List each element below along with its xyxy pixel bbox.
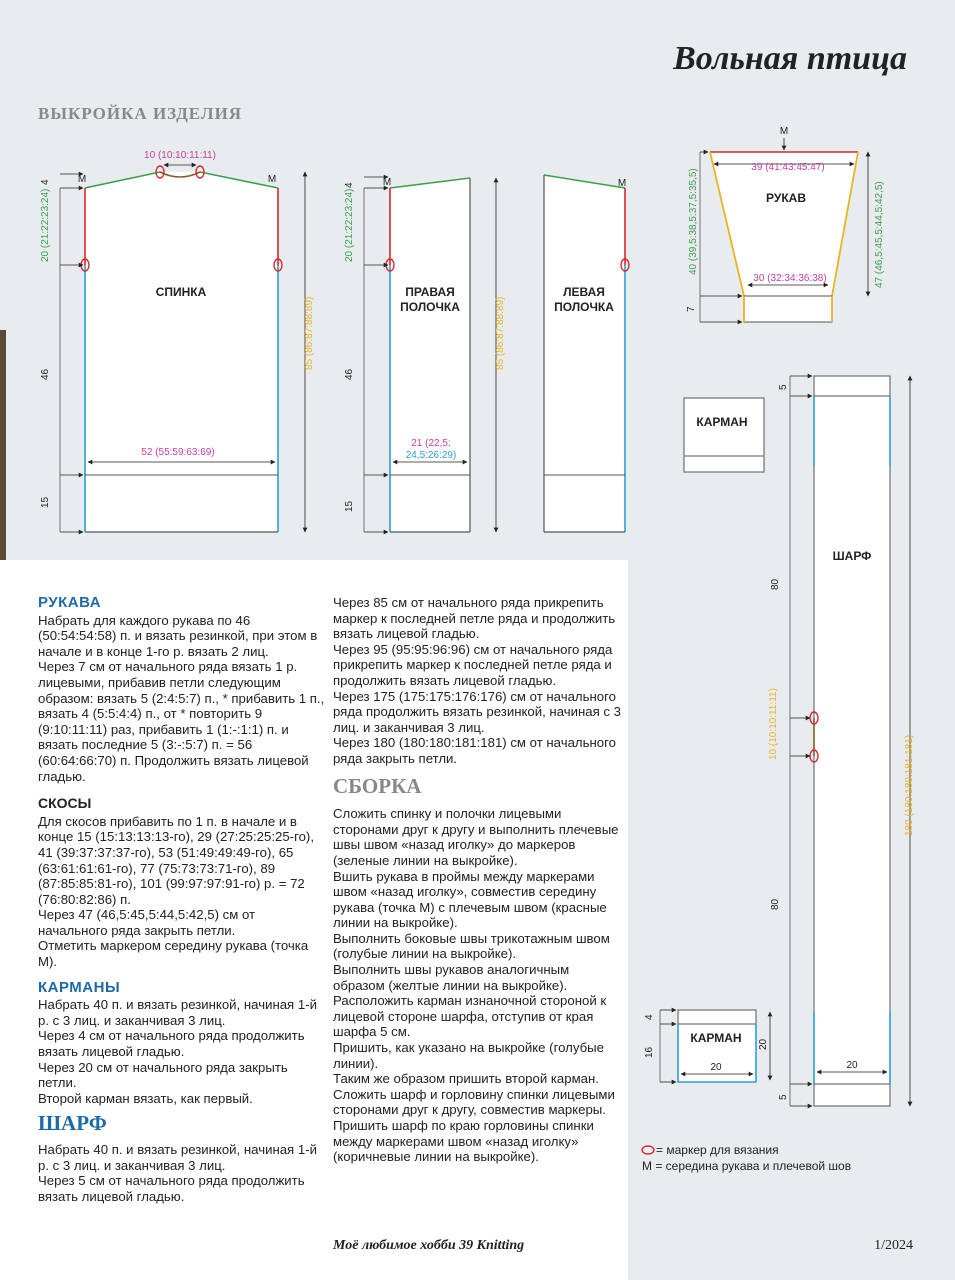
label-rf-height: 85 (86:87:88:89) <box>495 297 506 370</box>
back-piece <box>59 162 308 535</box>
label-scarf-total: 180 (180:180:181:181) <box>904 735 915 836</box>
text-assembly-7: Таким же образом пришить второй карман. <box>333 1071 599 1087</box>
left-front-piece <box>543 174 630 533</box>
label-pocket-4: 4 <box>644 1014 655 1020</box>
heading-scarf: ШАРФ <box>38 1111 107 1136</box>
text-assembly-8: Сложить шарф и горловину спинки лицевыми… <box>333 1086 615 1118</box>
text-assembly-1: Сложить спинку и полочки лицевыми сторон… <box>333 806 619 868</box>
text-bevels-2: Через 47 (46,5:45,5:44,5:42,5) см от нач… <box>38 907 256 938</box>
label-sleeve-left: 40 (39,5:38,5:37,5:35,5) <box>688 168 699 275</box>
text-bevels-1: Для скосов прибавить по 1 п. в начале и … <box>38 813 314 907</box>
text-pockets-4: Второй карман вязать, как первый. <box>38 1090 253 1106</box>
sleeve-piece <box>699 138 871 325</box>
text-assembly-5: Расположить карман изнаночной стороной к… <box>333 993 607 1040</box>
label-sleeve-top: 39 (41:43:45:47) <box>751 162 824 173</box>
text-scarf-6: Через 180 (180:180:181:181) см от началь… <box>333 735 616 766</box>
instructions-panel <box>0 560 628 1280</box>
text-pockets-3: Через 20 см от начального ряда закрыть п… <box>38 1059 288 1091</box>
label-right-front-width-1: 21 (22,5: <box>411 438 450 449</box>
text-scarf-1: Набрать 40 п. и вязать резинкой, начиная… <box>38 1142 317 1173</box>
text-assembly-6: Пришить, как указано на выкройке (голубы… <box>333 1040 604 1071</box>
label-sleeve-cuff: 7 <box>686 306 697 312</box>
legend: = маркер для вязания М = середина рукава… <box>642 1142 851 1174</box>
footer-magazine: Моё любимое хобби 39 Knitting <box>333 1238 525 1253</box>
pocket-bottom <box>659 1007 773 1085</box>
scarf-piece <box>789 373 913 1109</box>
label-m-back-right: М <box>268 174 276 185</box>
label-rf-46: 46 <box>344 368 355 380</box>
text-sleeves-1: Набрать для каждого рукава по 46 (50:54:… <box>38 612 318 659</box>
instructions-column-2: Через 85 см от начального ряда прикрепит… <box>333 595 623 1165</box>
text-assembly-4: Выполнить швы рукавов аналогичным образо… <box>333 962 570 993</box>
label-pocket-20-h: 20 <box>710 1062 722 1073</box>
label-scarf-5-top: 5 <box>778 384 789 390</box>
label-right-front-2: ПОЛОЧКА <box>400 300 460 314</box>
label-pocket-20-v: 20 <box>758 1038 769 1050</box>
label-pocket-top: КАРМАН <box>696 415 747 429</box>
label-back-armhole: 20 (21:22:23:24) <box>40 189 51 262</box>
text-pockets-1: Набрать 40 п. и вязать резинкой, начиная… <box>38 997 317 1028</box>
label-m-sleeve: М <box>780 126 788 137</box>
legend-marker-icon <box>641 1145 655 1155</box>
label-m-right-front: М <box>383 177 391 188</box>
legend-m: М = середина рукава и плечевой шов <box>642 1159 852 1173</box>
label-scarf-5-bottom: 5 <box>778 1094 789 1100</box>
text-assembly-9: Пришить шарф по краю горловины спинки ме… <box>333 1118 594 1165</box>
label-scarf-width: 20 <box>846 1060 858 1071</box>
text-scarf-3: Через 85 см от начального ряда прикрепит… <box>333 595 616 642</box>
heading-assembly: СБОРКА <box>333 773 422 798</box>
label-scarf: ШАРФ <box>833 549 872 563</box>
text-scarf-5: Через 175 (175:175:176:176) см от началь… <box>333 688 621 735</box>
label-pocket-16: 16 <box>644 1046 655 1058</box>
text-scarf-4: Через 95 (95:95:96:96) см от начального … <box>333 641 613 688</box>
label-m-left-front: М <box>618 178 626 189</box>
text-pockets-2: Через 4 см от начального ряда продолжить… <box>38 1028 305 1060</box>
text-sleeves-2: Через 7 см от начального ряда вязать 1 р… <box>38 659 325 784</box>
label-left-front-2: ПОЛОЧКА <box>554 300 614 314</box>
pocket-top <box>683 397 765 473</box>
heading-bevels: СКОСЫ <box>38 795 92 812</box>
label-sleeve: РУКАВ <box>766 191 806 205</box>
label-scarf-10: 10 (10:10:11:11) <box>768 688 779 760</box>
label-rf-armhole: 20 (21:22:23:24) <box>344 189 355 262</box>
legend-marker: = маркер для вязания <box>656 1143 779 1157</box>
label-back-15: 15 <box>40 496 51 508</box>
right-front-piece <box>363 174 499 535</box>
heading-sleeves: РУКАВА <box>38 594 102 611</box>
label-back: СПИНКА <box>156 285 207 299</box>
label-scarf-80-bottom: 80 <box>770 898 781 910</box>
label-back-46: 46 <box>40 368 51 380</box>
label-rf-15: 15 <box>344 500 355 512</box>
label-back-height: 85 (86:87:88:89) <box>304 297 315 370</box>
text-bevels-3: Отметить маркером середину рукава (точка… <box>38 938 309 970</box>
pattern-heading: ВЫКРОЙКА ИЗДЕЛИЯ <box>38 104 243 123</box>
label-back-shoulder: 4 <box>40 179 51 185</box>
label-scarf-80-top: 80 <box>770 578 781 590</box>
label-pocket-bottom: КАРМАН <box>690 1031 741 1045</box>
label-sleeve-bottom: 30 (32:34:36:38) <box>753 273 826 284</box>
text-scarf-2: Через 5 см от начального ряда продолжить… <box>38 1173 305 1204</box>
instructions-column-1: РУКАВА Набрать для каждого рукава по 46 … <box>38 595 328 1204</box>
text-assembly-3: Выполнить боковые швы трикотажным швом (… <box>333 930 610 962</box>
label-left-front-1: ЛЕВАЯ <box>563 285 605 299</box>
page-title: Вольная птица <box>673 40 907 77</box>
footer-issue: 1/2024 <box>874 1238 913 1253</box>
label-sleeve-right: 47 (46,5:45,5:44,5:42,5) <box>874 181 885 288</box>
photo-edge <box>0 330 6 560</box>
label-m-back-left: М <box>78 174 86 185</box>
label-rf-shoulder: 4 <box>344 182 355 188</box>
label-back-neck: 10 (10:10:11:11) <box>144 150 216 161</box>
label-right-front-width-2: 24,5:26:29) <box>406 450 457 461</box>
label-right-front-1: ПРАВАЯ <box>405 285 455 299</box>
heading-pockets: КАРМАНЫ <box>38 978 121 996</box>
label-back-width: 52 (55:59:63:69) <box>141 447 214 458</box>
text-assembly-2: Вшить рукава в проймы между маркерами шв… <box>333 868 607 931</box>
